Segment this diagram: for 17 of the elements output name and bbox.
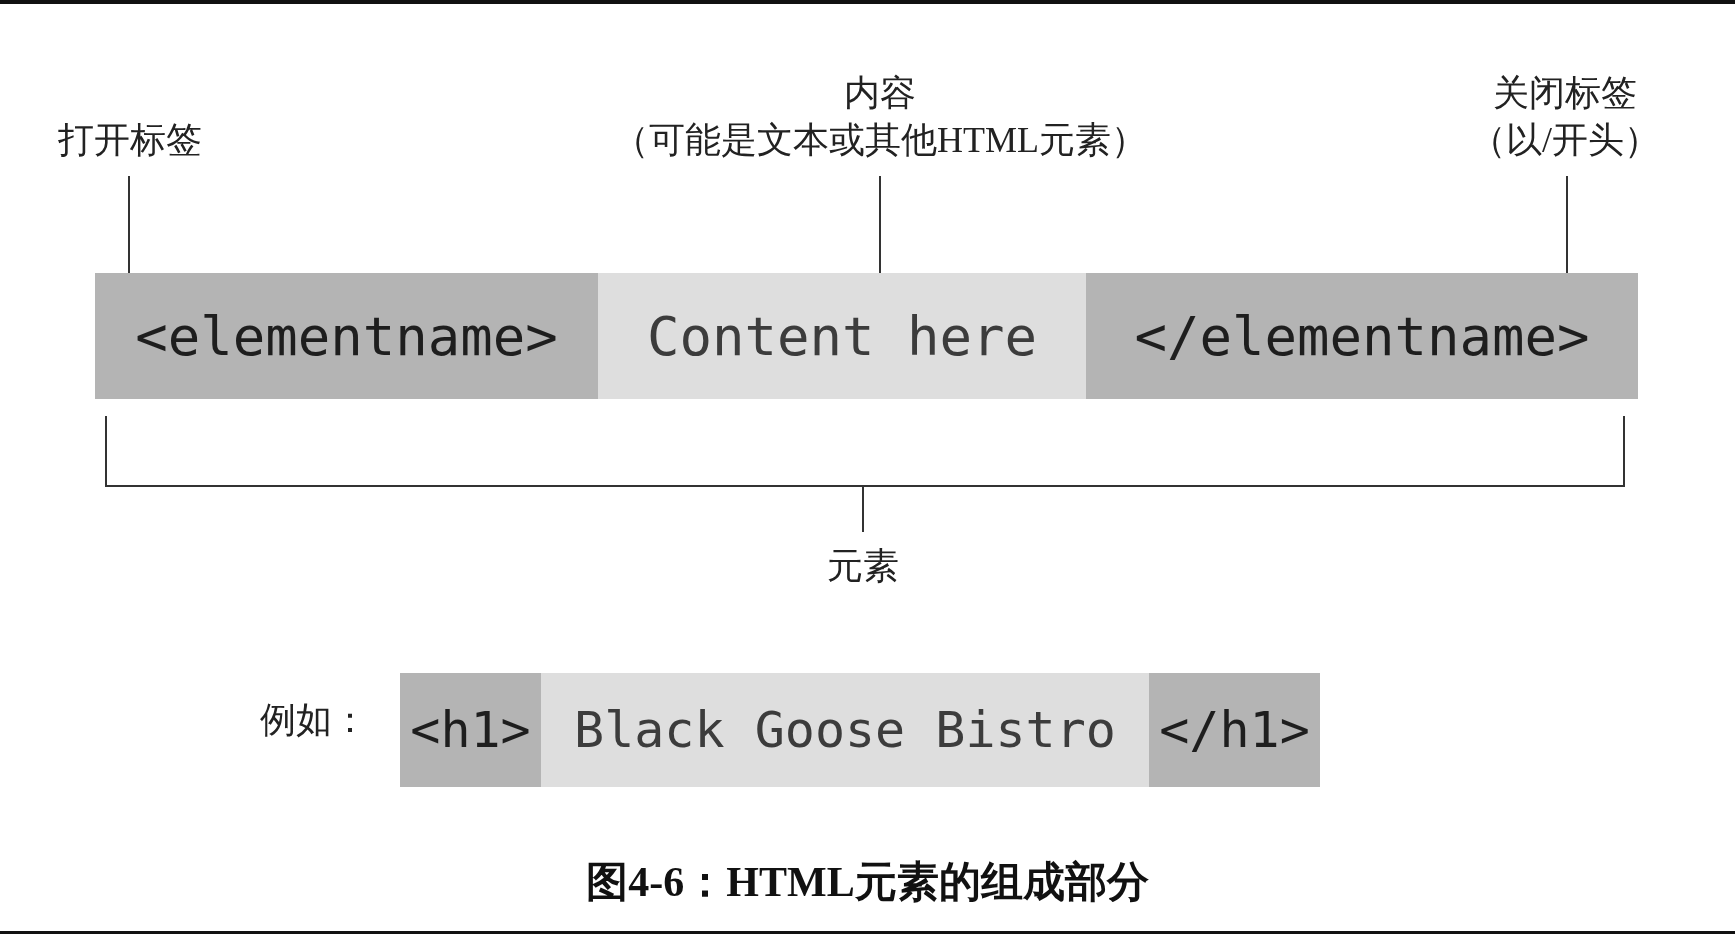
leader-line	[1566, 175, 1568, 274]
leader-line	[128, 175, 130, 274]
bracket-label: 元素	[827, 545, 899, 588]
callout-note: （以/开头）	[1470, 119, 1660, 163]
content-segment: Black Goose Bistro	[541, 673, 1149, 787]
callout-note: （可能是文本或其他HTML元素）	[613, 119, 1147, 163]
callout-label: 打开标签	[58, 119, 202, 163]
leader-line	[879, 175, 881, 274]
callout-label: 内容	[844, 72, 916, 116]
tag-segment: <h1>	[400, 673, 541, 787]
content-segment: Content here	[598, 273, 1086, 399]
callout-label: 关闭标签	[1493, 72, 1637, 116]
tag-segment: </h1>	[1149, 673, 1320, 787]
tag-segment: <elementname>	[95, 273, 598, 399]
tag-segment: </elementname>	[1086, 273, 1638, 399]
figure-caption: 图4-6：HTML元素的组成部分	[586, 859, 1149, 905]
example-label: 例如：	[260, 699, 368, 742]
